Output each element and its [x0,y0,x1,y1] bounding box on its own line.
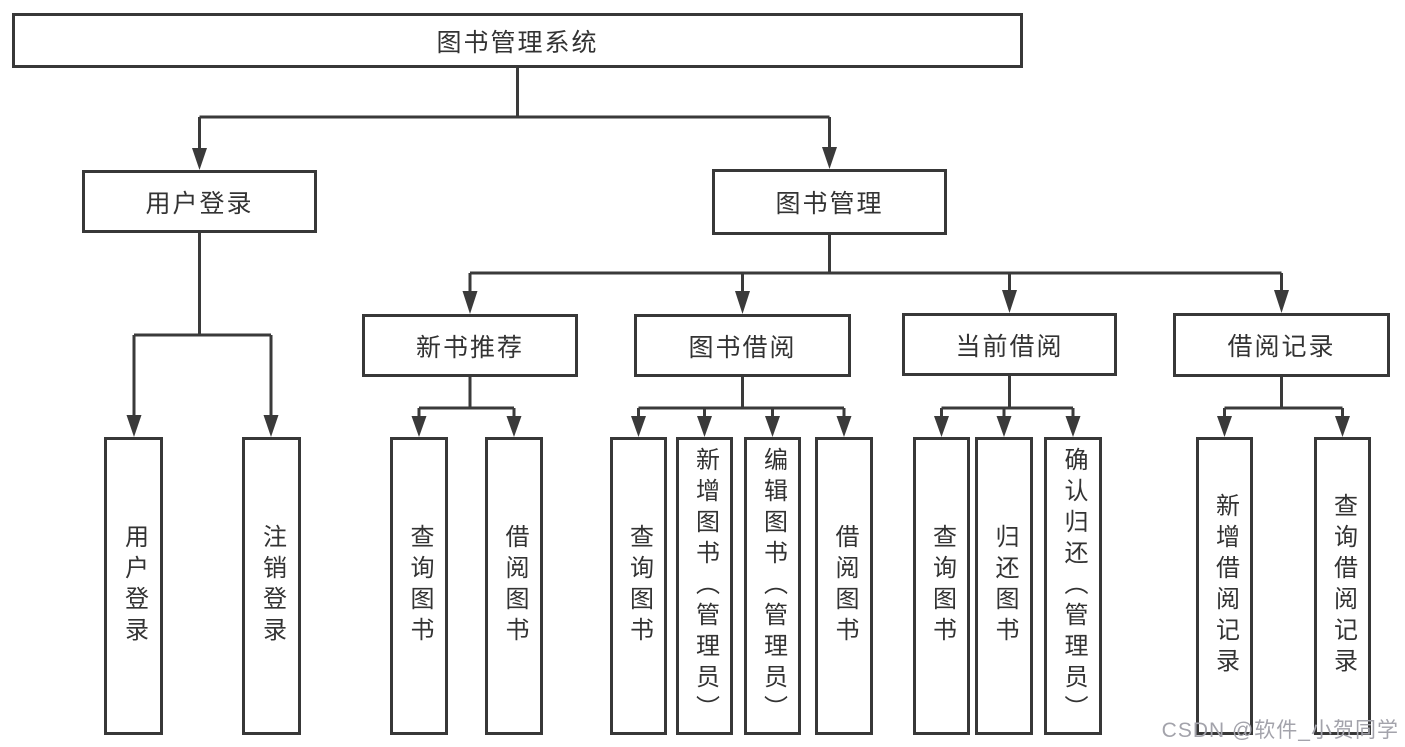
leaf-return-books: 归还图书 [975,437,1033,735]
leaf-add-borrow-record-label: 新增借阅记录 [1211,493,1239,679]
connector-new-book-to-leaves [411,377,522,437]
arrowhead [836,416,852,437]
leaf-logout-label: 注销登录 [258,524,286,648]
leaf-query-books-2-label: 查询图书 [625,524,653,648]
leaf-query-books-2: 查询图书 [610,437,667,735]
leaf-confirm-return-admin: 确认归还（管理员） [1044,437,1102,735]
node-root-label: 图书管理系统 [436,28,599,57]
leaf-query-books-3: 查询图书 [913,437,970,735]
node-new-book-recommend-label: 新书推荐 [415,333,524,362]
leaf-borrow-books-1: 借阅图书 [485,437,543,735]
arrowhead [1065,416,1081,437]
node-new-book-recommend: 新书推荐 [362,314,578,377]
leaf-borrow-books-2-label: 借阅图书 [831,524,858,648]
connector-root-to-level2 [192,68,837,170]
connector-line [132,233,273,417]
node-user-login-label: 用户登录 [145,189,254,218]
arrowhead [462,291,478,314]
arrowhead [411,416,427,437]
arrowhead [1274,290,1289,313]
connector-line [637,377,846,418]
leaf-user-login: 用户登录 [104,437,163,735]
leaf-add-books-admin-label: 新增图书（管理员） [691,446,719,726]
arrowhead [506,416,522,437]
leaf-add-borrow-record: 新增借阅记录 [1196,437,1253,735]
connector-line [198,68,831,150]
leaf-query-books-3-label: 查询图书 [928,524,956,648]
node-borrow-record: 借阅记录 [1173,313,1390,377]
leaf-query-books-1-label: 查询图书 [406,524,433,648]
arrowhead [765,416,780,437]
arrowhead [631,416,646,437]
arrowhead [822,147,837,169]
arrowhead [192,148,207,170]
connector-line [1223,377,1344,418]
leaf-add-books-admin: 新增图书（管理员） [676,437,733,735]
connector-user-login-to-leaves [126,233,279,437]
node-book-management-label: 图书管理 [775,190,884,218]
node-root: 图书管理系统 [12,13,1023,68]
arrowhead [1335,416,1350,437]
node-current-borrow-label: 当前借阅 [955,332,1064,361]
node-borrow-record-label: 借阅记录 [1227,333,1336,361]
node-book-management: 图书管理 [712,169,947,235]
leaf-edit-books-admin: 编辑图书（管理员） [744,437,801,735]
leaf-confirm-return-admin-label: 确认归还（管理员） [1060,446,1087,726]
leaf-edit-books-admin-label: 编辑图书（管理员） [759,446,787,726]
leaf-query-books-1: 查询图书 [390,437,448,735]
arrowhead [263,415,279,437]
node-current-borrow: 当前借阅 [902,313,1117,376]
connector-current-borrow-to-leaves [934,376,1081,437]
csdn-watermark: CSDN @软件_小贺同学 [1161,719,1399,742]
node-book-borrow: 图书借阅 [634,314,851,377]
leaf-borrow-books-1-label: 借阅图书 [501,524,528,648]
leaf-query-borrow-record-label: 查询借阅记录 [1329,493,1357,679]
arrowhead [934,416,949,437]
arrowhead [996,416,1012,437]
arrowhead [735,291,750,314]
connector-line [468,235,1283,293]
connector-line [940,376,1075,418]
arrowhead [1002,290,1017,313]
connector-book-mgmt-to-level3 [462,235,1289,314]
arrowhead [697,416,712,437]
leaf-return-books-label: 归还图书 [991,524,1018,648]
connector-line [417,377,516,418]
node-book-borrow-label: 图书借阅 [688,333,797,362]
leaf-user-login-label: 用户登录 [120,524,148,648]
leaf-logout: 注销登录 [242,437,301,735]
connector-book-borrow-to-leaves [631,377,852,437]
arrowhead [1217,416,1232,437]
leaf-borrow-books-2: 借阅图书 [815,437,873,735]
node-user-login: 用户登录 [82,170,317,233]
arrowhead [126,415,142,437]
connector-borrow-record-to-leaves [1217,377,1350,437]
leaf-query-borrow-record: 查询借阅记录 [1314,437,1371,735]
